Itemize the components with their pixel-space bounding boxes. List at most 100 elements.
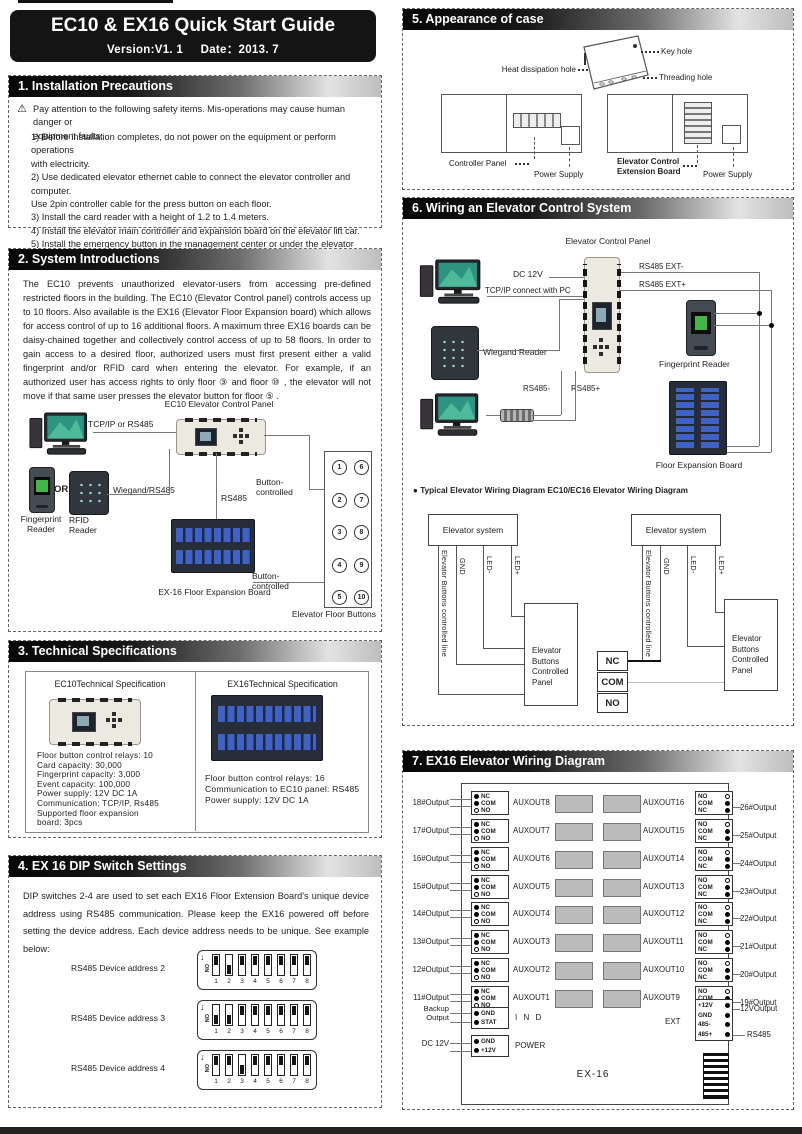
precaution-intro: Pay attention to the following safety it… [33,104,346,141]
precaution-item: 3) Install the card reader with a height… [31,212,269,223]
output-label: 12#Output [412,965,449,974]
wire [715,612,724,613]
relay-box [555,851,593,869]
dip-switch-number: 1 [214,1078,218,1085]
terminal-label: NC [698,863,708,870]
output-label: 11#Output [413,993,449,1002]
dip-switch [264,1004,272,1026]
terminal-label: COM [698,828,713,835]
buttons-controlled-panel-box: Elevator Buttons Controlled Panel [524,603,578,706]
spec-line: Communication to EC10 panel: RS485 [205,784,360,794]
dip-switch [277,954,285,976]
aux-label: AUXOUT7 [513,826,550,835]
dip-switch-number: 4 [253,1078,257,1085]
relay-terminal-no: NO [597,693,628,713]
panel-caption: Elevator Control Panel [565,236,651,246]
dip-switch-number: 5 [266,1028,270,1035]
terminal-dot-filled-icon [474,829,479,834]
ec10-device-image [49,698,141,746]
terminal-dot-filled-icon [725,808,730,813]
wire [309,435,310,489]
dip-switch-number: 6 [279,1028,283,1035]
terminal-dot-open-icon [725,794,730,799]
wiegand-reader-device [431,326,479,380]
relay-terminal-com: COM [597,672,628,692]
output-label: 15#Output [412,882,449,891]
terminal-strip [185,418,257,422]
terminal-dot-filled-icon [725,829,730,834]
dip-switch-number: 5 [266,1078,270,1085]
dc12v-label: DC 12V [513,269,543,279]
terminal-label: COM [698,967,713,974]
dip-switch-handle [305,956,309,965]
relay-box [603,934,641,952]
ind-label: I N D [515,1013,544,1022]
dip-switch-number: 3 [240,978,244,985]
relay-box [603,906,641,924]
power-supply-label: Power Supply [534,170,584,179]
dip-switch-handle [214,1015,218,1024]
terminal-dot-filled-icon [474,912,479,917]
terminal: NC [474,932,506,939]
power-supply-box [561,126,580,145]
wire [253,582,324,583]
terminal: +12V [698,1002,730,1009]
terminal-dot-filled-icon [474,968,479,973]
heat-hole-label: Heat dissipation hole [501,65,576,74]
dip-switch [251,954,259,976]
case-door [441,94,507,153]
terminal-label: COM [481,800,496,807]
case-closed-drawing [583,35,649,90]
wire [511,546,512,616]
dip-switch-handle [292,1056,296,1065]
page-top-rule [18,0,173,3]
floor-button: 2 [332,493,347,508]
dip-switch-number: 3 [240,1078,244,1085]
spec-line: Communication: TCP/IP, Rs485 [37,797,159,808]
version-line: Version:V1. 1 Date：2013. 7 [10,41,376,57]
relay-strip [513,113,561,128]
floor-button: 9 [354,558,369,573]
output-label: 12VOutput [740,1004,778,1013]
aux-label: AUXOUT4 [513,909,550,918]
spec-line: board: 3pcs [37,817,83,828]
dip-switch [238,1054,246,1076]
wire [733,1035,745,1036]
controller-panel-label: Controller Panel [449,159,507,168]
terminal-label: COM [698,856,713,863]
terminal-dot-open-icon [474,836,479,841]
wire [549,277,584,278]
dip-switch [303,954,311,976]
terminal-dot-filled-icon [474,989,479,994]
relay-box [603,879,641,897]
elevator-system-box: Elevator system [631,514,721,546]
terminal-dot-filled-icon [725,1022,730,1028]
dip-switch-number: 7 [292,978,296,985]
terminal: COM [474,967,506,974]
junction-dot [757,311,762,316]
output-label: RS485 [747,1030,771,1039]
terminal-dot-filled-icon [474,801,479,806]
terminal-label: NC [698,807,708,814]
wire [107,494,169,495]
dip-switch-handle [227,1056,231,1065]
wire [450,938,471,939]
dip-switch [225,954,233,976]
fingerprint-reader-label: Fingerprint Reader [659,359,730,369]
terminal-label: NC [481,849,491,856]
panel-screen [195,428,217,446]
rs485-ext-plus-label: RS485 EXT+ [639,280,686,289]
section-2-title: 2. System Introductions [9,249,381,270]
button-controlled-label: Button-controlled [256,477,293,497]
dip-switch-handle [227,1015,231,1024]
wire [450,973,471,974]
terminal-dot-filled-icon [725,892,730,897]
output-label: 19#Output [740,998,777,1007]
precaution-item: 2) Use dedicated elevator ethernet cable… [31,172,351,210]
terminal-label: NO [698,932,708,939]
wire [575,371,576,421]
wire [733,946,741,947]
